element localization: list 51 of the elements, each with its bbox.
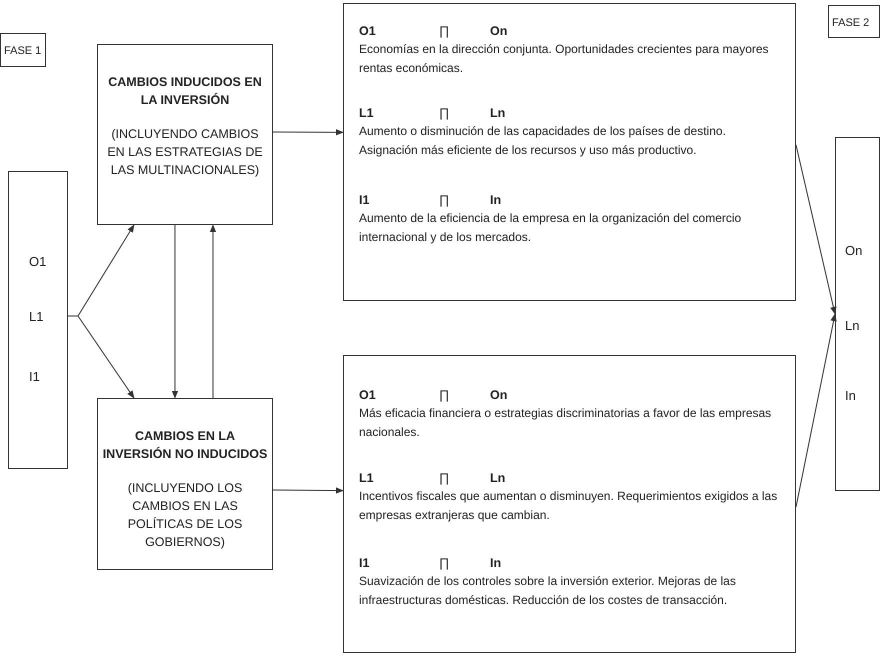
box-subtitle: (INCLUYENDO LOS CAMBIOS EN LAS POLÍTICAS DE LOS GOBIERNOS): [126, 480, 244, 551]
factor-label: I1: [359, 192, 370, 209]
process-box: [97, 44, 273, 225]
factor-label: L1: [359, 470, 374, 487]
effect-description: Aumento o disminución de las capacidades de los países de destino. Asignación más eficiente de los recursos y uso más productivo.: [359, 123, 727, 159]
factor-label: Ln: [490, 105, 506, 122]
factor-label: L1: [29, 308, 44, 326]
phase-label: FASE 1: [4, 44, 42, 59]
factor-label: L1: [359, 105, 374, 122]
factor-label: Ln: [845, 317, 860, 335]
factor-label: On: [490, 23, 508, 40]
factor-label: O1: [359, 387, 376, 404]
arrow: [68, 316, 134, 399]
factor-label: I1: [359, 555, 370, 572]
factor-label: In: [845, 387, 856, 405]
effect-description: Aumento de la eficiencia de la empresa en la organización del comercio internacional y de los mercados.: [359, 210, 742, 246]
phase-box: [828, 5, 880, 38]
effect-description: Más eficacia financiera o estrategias discriminatorias a favor de las empresas nacionales.: [359, 405, 772, 441]
product-symbol: ∏: [439, 387, 450, 404]
product-symbol: ∏: [439, 23, 450, 40]
process-box: [8, 171, 68, 469]
box-title: CAMBIOS EN LA INVERSIÓN NO INDUCIDOS: [102, 428, 268, 463]
effect-description: Economías en la dirección conjunta. Oportunidades crecientes para mayores rentas económicas.: [359, 41, 770, 77]
arrow: [172, 224, 178, 399]
factor-label: O1: [359, 23, 376, 40]
factor-label: I1: [29, 368, 40, 386]
arrow: [210, 224, 216, 398]
factor-label: On: [845, 242, 862, 260]
process-box: [343, 3, 796, 301]
phase-box: [0, 33, 46, 67]
arrow: [272, 487, 344, 494]
product-symbol: ∏: [439, 555, 450, 572]
box-title: CAMBIOS INDUCIDOS EN LA INVERSIÓN: [107, 74, 263, 109]
effect-description: Suavización de los controles sobre la inversión exterior. Mejoras de las infraestructuras domésticas. Reducción de los costes de transacción.: [359, 573, 737, 609]
effect-description: Incentivos fiscales que aumentan o disminuyen. Requerimientos exigidos a las empresas extranjeras que cambian.: [359, 488, 778, 524]
phase-label: FASE 2: [832, 16, 870, 31]
arrow: [272, 129, 344, 136]
factor-label: In: [490, 192, 502, 209]
factor-label: On: [490, 387, 508, 404]
process-box: [835, 137, 880, 491]
arrow: [796, 144, 836, 315]
factor-label: O1: [29, 253, 46, 271]
product-symbol: ∏: [439, 105, 450, 122]
product-symbol: ∏: [439, 470, 450, 487]
factor-label: Ln: [490, 470, 506, 487]
product-symbol: ∏: [439, 192, 450, 209]
box-subtitle: (INCLUYENDO CAMBIOS EN LAS ESTRATEGIAS DE LAS MULTINACIONALES): [106, 126, 264, 179]
arrow: [796, 313, 837, 508]
process-box: [97, 398, 273, 570]
factor-label: In: [490, 555, 502, 572]
process-box: [343, 355, 796, 653]
